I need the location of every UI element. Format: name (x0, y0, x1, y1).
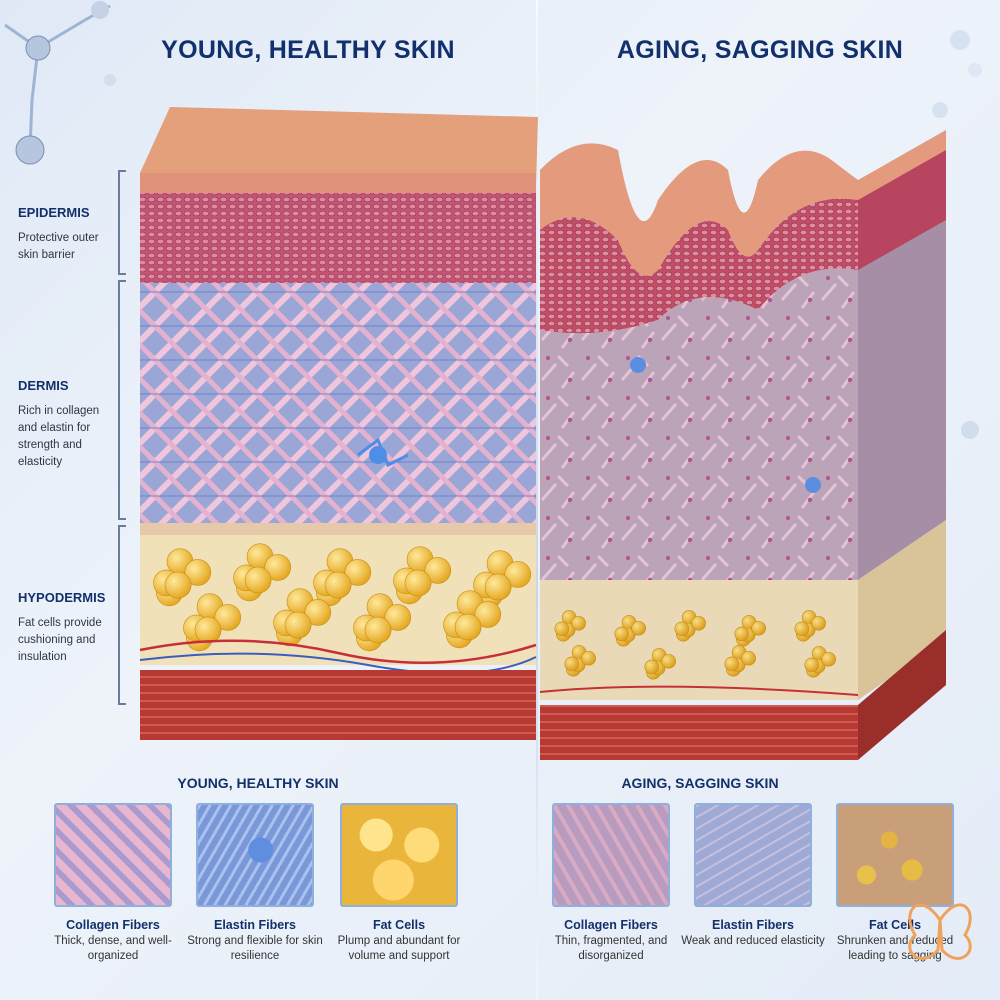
fat-cell (304, 599, 332, 626)
fat-cell (404, 569, 432, 597)
young-skin-heading: YOUNG, HEALTHY SKIN (161, 36, 455, 64)
fat-cell (364, 616, 392, 644)
fat-cell (554, 621, 570, 637)
fat-cell (571, 615, 586, 631)
young-collagen-desc: Thick, dense, and well-organized (54, 935, 172, 962)
epidermis-label: EPIDERMIS (18, 205, 90, 220)
aging-subtitle: AGING, SAGGING SKIN (621, 775, 779, 791)
aging-collagen-desc: Thin, fragmented, and disorganized (554, 935, 668, 962)
fat-cell (724, 656, 740, 672)
fat-cell (474, 601, 502, 628)
center-divider (536, 0, 538, 1000)
aging-fat-title: Fat Cells (868, 918, 922, 932)
young-collagen-title: Collagen Fibers (66, 918, 160, 932)
aging-collagen-thumbnail (552, 803, 670, 907)
aging-collagen-title: Collagen Fibers (564, 918, 658, 932)
young-fat-title: Fat Cells (372, 918, 426, 932)
molecule-decoration (4, 1, 116, 165)
fat-cell (794, 621, 810, 637)
molecule-decoration-right (932, 30, 982, 439)
fat-cell (384, 604, 412, 631)
aging-fat-thumbnail (836, 803, 954, 907)
fat-cell (194, 616, 222, 644)
fat-cell (504, 561, 532, 588)
young-fat-desc: Plump and abundant for volume and suppor… (337, 935, 461, 962)
dermis-bracket (118, 280, 129, 520)
young-elastin-title: Elastin Fibers (214, 918, 296, 932)
fat-cell (674, 621, 690, 637)
fat-cell (751, 620, 766, 636)
fat-cell (631, 620, 646, 636)
fat-cell (344, 559, 372, 586)
fat-cell (484, 573, 512, 601)
young-fat-thumbnail (340, 803, 458, 907)
dermis-description: Rich in collagen and elastin for strengt… (18, 405, 100, 468)
aging-elastin-thumbnail (694, 803, 812, 907)
fat-cell (581, 650, 596, 666)
young-elastin-desc: Strong and flexible for skin resilience (187, 935, 323, 962)
young-subtitle: YOUNG, HEALTHY SKIN (177, 775, 339, 791)
young-elastin-thumbnail (196, 803, 314, 907)
fat-cell (811, 615, 826, 631)
epidermis-description: Protective outer skin barrier (18, 232, 99, 261)
hypodermis-description: Fat cells provide cushioning and insulat… (18, 617, 102, 663)
dermis-label: DERMIS (18, 378, 69, 393)
aging-elastin-title: Elastin Fibers (712, 918, 794, 932)
fat-cell (244, 566, 272, 594)
young-collagen-thumbnail (54, 803, 172, 907)
fat-cell (741, 650, 756, 666)
hypodermis-label: HYPODERMIS (18, 590, 106, 605)
fat-cell (691, 615, 706, 631)
fat-cell (644, 659, 660, 675)
fat-cell (284, 611, 312, 639)
epidermis-bracket (118, 170, 129, 275)
fat-cell (821, 651, 836, 667)
fat-cell (564, 656, 580, 672)
young-skin-cross-section (139, 107, 538, 740)
butterfly-logo (908, 903, 972, 960)
fat-cell (661, 653, 676, 669)
hypodermis-bracket (118, 525, 129, 705)
fat-cell (454, 613, 482, 641)
aging-elastin-desc: Weak and reduced elasticity (681, 935, 825, 947)
fat-cell (734, 626, 750, 642)
fat-cell (264, 554, 292, 581)
aging-skin-heading: AGING, SAGGING SKIN (616, 36, 904, 64)
fat-cell (424, 557, 452, 584)
fat-cell (804, 657, 820, 673)
fat-cell (614, 626, 630, 642)
fat-cell (214, 604, 242, 631)
fat-cell (324, 571, 352, 599)
fat-cell (164, 571, 192, 599)
fat-cell (184, 559, 212, 586)
aging-skin-cross-section (539, 130, 946, 760)
